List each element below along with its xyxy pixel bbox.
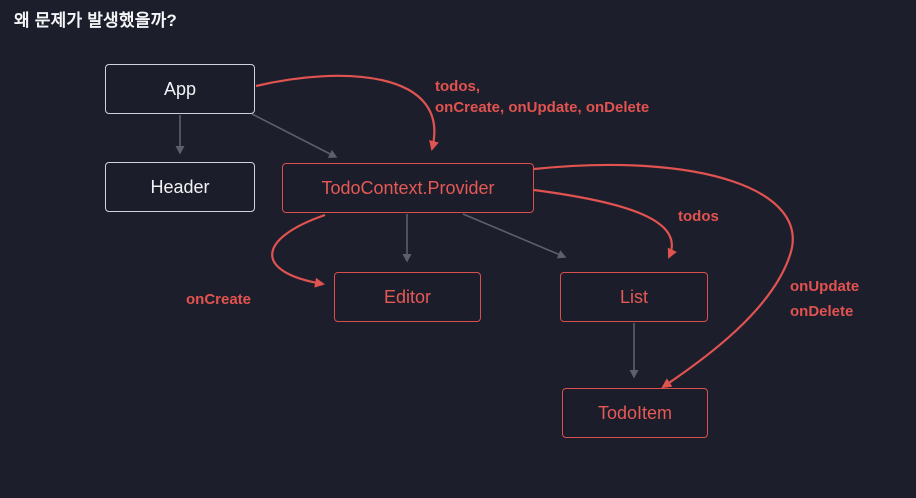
node-todoitem: TodoItem — [562, 388, 708, 438]
arrow-provider-to-list — [462, 213, 567, 259]
arrow-todos-provider-to-list — [533, 188, 677, 259]
node-todocontext-provider-label: TodoContext.Provider — [321, 177, 495, 198]
arrow-props-app-to-provider — [255, 74, 439, 151]
arrow-oncreate-provider-to-editor — [271, 213, 326, 288]
edge-label-todos: todos — [678, 208, 719, 225]
node-app-label: App — [163, 78, 197, 99]
node-todocontext-provider: TodoContext.Provider — [282, 163, 534, 213]
edge-label-ondelete: onDelete — [790, 303, 854, 320]
node-list: List — [560, 272, 708, 322]
slide-title: 왜 문제가 발생했을까? — [14, 11, 177, 30]
node-header-label: Header — [150, 176, 210, 197]
edge-label-onupdate-ondelete: onUpdate onDelete — [790, 274, 859, 324]
node-editor-label: Editor — [383, 286, 432, 307]
node-header: Header — [105, 162, 255, 212]
node-editor: Editor — [334, 272, 481, 322]
node-list-label: List — [619, 286, 648, 307]
edge-label-provider-props-line1: todos, — [435, 78, 480, 95]
node-todoitem-label: TodoItem — [597, 402, 673, 423]
edge-label-oncreate: onCreate — [186, 291, 252, 308]
arrow-app-to-provider — [251, 113, 338, 158]
edge-label-onupdate: onUpdate — [790, 278, 860, 295]
node-app: App — [105, 64, 255, 114]
edge-label-provider-props-line2: onCreate, onUpdate, onDelete — [435, 99, 650, 116]
edge-label-provider-props: todos, onCreate, onUpdate, onDelete — [435, 76, 649, 118]
